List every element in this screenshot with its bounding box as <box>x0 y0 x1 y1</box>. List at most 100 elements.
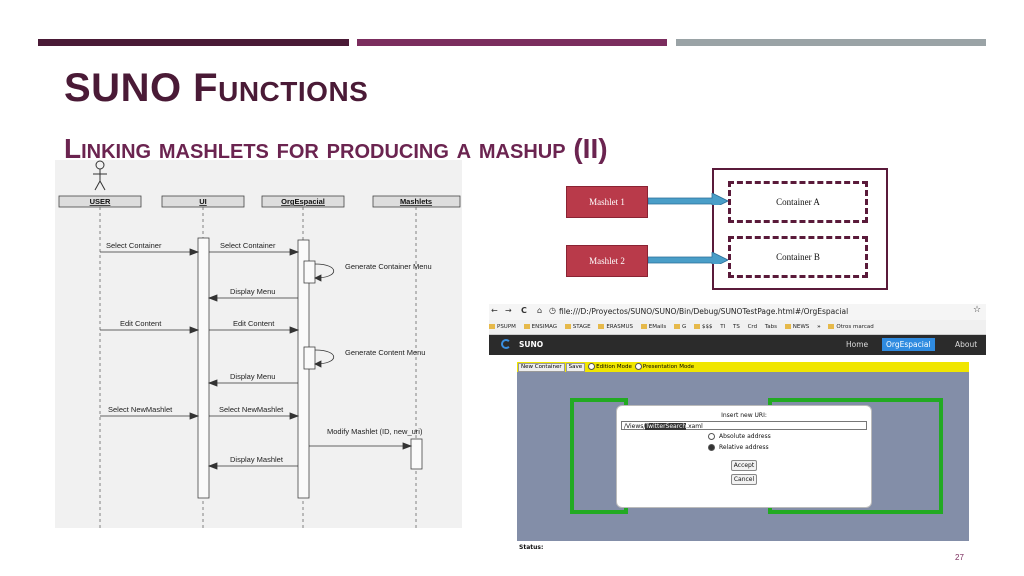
bookmark-label: PSUPM <box>497 324 516 330</box>
msg-generate-content-menu: Generate Content Menu <box>345 348 425 357</box>
url-bar[interactable]: file:///D:/Proyectos/SUNO/SUNO/Bin/Debug… <box>559 307 849 316</box>
msg-modify-mashlet: Modify Mashlet (ID, new_uri) <box>327 427 423 436</box>
folder-icon <box>828 324 835 329</box>
activation-generate-container <box>303 260 316 284</box>
bookmark-label: G <box>681 324 687 330</box>
folder-icon <box>673 324 680 329</box>
bookmark-item[interactable]: STAGE <box>564 320 591 334</box>
bookmark-label: TI <box>720 324 726 330</box>
cancel-button[interactable]: Cancel <box>731 474 757 485</box>
slide-title: SUNO Functions <box>64 66 369 110</box>
folder-icon <box>640 324 647 329</box>
dialog-title: Insert new URI: <box>721 412 767 419</box>
bookmark-item[interactable]: ENSIMAG <box>523 320 558 334</box>
back-arrow-icon[interactable]: ← <box>491 306 498 315</box>
bookmark-label: » <box>817 324 821 330</box>
bookmark-label: TS <box>732 324 740 330</box>
bookmark-item[interactable]: Tabs <box>765 320 777 334</box>
bookmark-item[interactable]: TS <box>733 320 740 334</box>
save-button[interactable]: Save <box>565 363 586 372</box>
lifeline-label-mashlets: Mashlets <box>400 197 432 206</box>
radio-selected-icon <box>708 444 715 451</box>
folder-icon <box>564 324 571 329</box>
slide-subtitle: Linking mashlets for producing a mashup … <box>64 133 608 164</box>
bookmark-item[interactable]: G <box>673 320 687 334</box>
bookmark-label: $$$ <box>702 324 713 330</box>
bookmark-label: Otros marcad <box>836 324 874 330</box>
lifelines <box>99 207 417 528</box>
app-header: SUNO Home OrgEspacial About <box>489 335 986 355</box>
sequence-diagram-svg: USER UI OrgEspacial Mashlets <box>58 160 461 528</box>
msg-select-newmashlet-1: Select NewMashlet <box>108 405 173 414</box>
bookmark-label: STAGE <box>572 324 591 330</box>
folder-icon <box>598 324 605 329</box>
bookmark-label: EMails <box>648 324 667 330</box>
arrow-right-icon <box>648 193 728 205</box>
mashup-outer-box <box>712 168 888 290</box>
absolute-address-label: Absolute address <box>719 433 771 440</box>
bookmark-label: ERASMUS <box>606 324 633 330</box>
presentation-mode-radio[interactable] <box>634 363 642 370</box>
lifeline-header-mashlets <box>372 195 461 208</box>
relative-address-option[interactable]: Relative address <box>708 444 769 451</box>
msg-display-menu-1: Display Menu <box>230 287 275 296</box>
bookmark-item[interactable]: Crd <box>748 320 758 334</box>
bookmark-label: ENSIMAG <box>531 324 558 330</box>
msg-select-container-2: Select Container <box>220 241 276 250</box>
browser-navbar: ← → C ⌂ ◷ file:///D:/Proyectos/SUNO/SUNO… <box>489 304 986 320</box>
msg-select-container-1: Select Container <box>106 241 162 250</box>
browser-screenshot: ← → C ⌂ ◷ file:///D:/Proyectos/SUNO/SUNO… <box>489 304 986 554</box>
bookmark-item[interactable]: TI <box>720 320 725 334</box>
uri-input[interactable]: /Views/TwitterSearch.xaml <box>621 421 867 430</box>
accept-button[interactable]: Accept <box>731 460 757 471</box>
status-label: Status: <box>519 544 544 551</box>
accent-bar-3 <box>676 39 986 46</box>
edition-mode-radio[interactable] <box>588 363 596 370</box>
suno-logo-icon <box>501 339 511 349</box>
msg-edit-content-2: Edit Content <box>233 319 275 328</box>
nav-about[interactable]: About <box>955 340 978 349</box>
lifeline-label-orgespacial: OrgEspacial <box>281 197 325 206</box>
msg-generate-container-menu-line: Generate Container Menu <box>345 262 432 271</box>
activation-ui <box>197 237 210 499</box>
msg-display-menu-2: Display Menu <box>230 372 275 381</box>
lifeline-label-ui: UI <box>199 197 207 206</box>
relative-address-label: Relative address <box>719 444 769 451</box>
page-info-icon[interactable]: ◷ <box>549 306 556 315</box>
folder-icon <box>489 324 495 329</box>
nav-orgespacial[interactable]: OrgEspacial <box>882 338 935 351</box>
star-icon[interactable]: ☆ <box>973 305 982 315</box>
uri-suffix: .xaml <box>686 423 703 430</box>
bookmark-label: Tabs <box>764 324 778 330</box>
msg-edit-content-1: Edit Content <box>120 319 162 328</box>
uri-selected-text: TwitterSearch <box>645 423 687 430</box>
activation-mashlets <box>410 438 423 470</box>
absolute-address-option[interactable]: Absolute address <box>708 433 771 440</box>
home-icon[interactable]: ⌂ <box>537 306 543 315</box>
nav-home[interactable]: Home <box>846 340 869 349</box>
radio-icon <box>708 433 715 440</box>
container-a-box: Container A <box>728 181 868 223</box>
folder-icon <box>784 324 791 329</box>
bookmarks-bar: PSUPM ENSIMAG STAGE ERASMUS EMails G $$$… <box>489 320 986 335</box>
new-container-button[interactable]: New Container <box>518 363 565 372</box>
bookmark-item[interactable]: ERASMUS <box>598 320 633 334</box>
page-number: 27 <box>955 553 964 562</box>
forward-arrow-icon[interactable]: → <box>505 306 512 315</box>
uri-prefix: /Views/ <box>624 423 646 430</box>
bookmark-item[interactable]: Otros marcad <box>828 320 874 334</box>
reload-icon[interactable]: C <box>521 306 527 315</box>
bookmark-item[interactable]: EMails <box>640 320 667 334</box>
mashlet-1-box: Mashlet 1 <box>566 186 648 218</box>
sequence-diagram: USER UI OrgEspacial Mashlets <box>55 160 462 528</box>
msg-select-newmashlet-2: Select NewMashlet <box>219 405 284 414</box>
msg-display-mashlet: Display Mashlet <box>230 455 284 464</box>
bookmark-label: Crd <box>747 324 758 330</box>
bookmark-item[interactable]: PSUPM <box>489 320 516 334</box>
bookmark-item[interactable]: NEWS <box>784 320 809 334</box>
bookmark-overflow[interactable]: » <box>817 320 821 334</box>
arrow-right-icon <box>648 252 728 264</box>
bookmark-item[interactable]: $$$ <box>694 320 713 334</box>
user-actor-icon <box>93 160 107 191</box>
